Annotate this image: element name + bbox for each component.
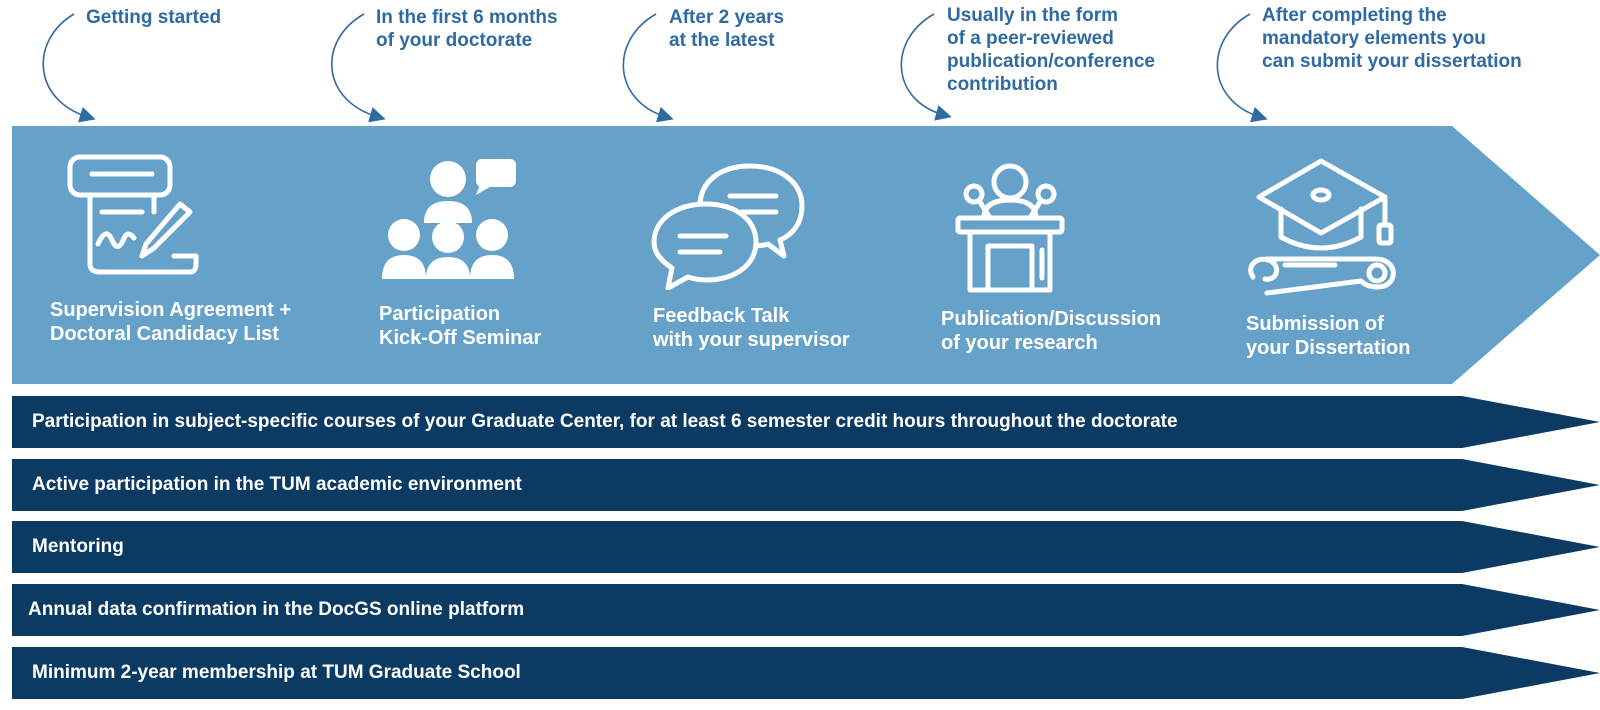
speech-bubbles-icon (651, 163, 805, 290)
lectern-speaker-icon (955, 163, 1065, 293)
requirement-label-academic-environment: Active participation in the TUM academic… (32, 474, 522, 495)
group-seminar-icon (382, 159, 516, 279)
requirement-band-data-confirmation: Annual data confirmation in the DocGS on… (12, 584, 1600, 636)
step-label-publication: Publication/Discussion of your research (941, 308, 1162, 354)
timing-note-after-2-years: After 2 years at the latest (669, 7, 785, 51)
step-label-supervision-agreement: Supervision Agreement + Doctoral Candida… (50, 299, 291, 345)
requirement-band-membership: Minimum 2-year membership at TUM Graduat… (12, 647, 1600, 699)
timing-note-first-6-months: In the first 6 months of your doctorate (376, 7, 558, 51)
step-label-kickoff-seminar: Participation Kick-Off Seminar (379, 303, 542, 349)
timing-note-submission: After completing the mandatory elements … (1262, 5, 1522, 72)
requirement-band-courses: Participation in subject-specific course… (12, 396, 1600, 448)
requirement-band-academic-environment: Active participation in the TUM academic… (12, 459, 1600, 511)
contract-signature-icon (67, 154, 199, 275)
graduation-cap-diploma-icon (1248, 158, 1396, 296)
step-label-feedback-talk: Feedback Talk with your supervisor (653, 305, 850, 351)
timing-note-getting-started: Getting started (86, 7, 222, 28)
requirement-label-courses: Participation in subject-specific course… (32, 411, 1178, 432)
requirement-label-membership: Minimum 2-year membership at TUM Graduat… (32, 662, 521, 683)
timing-pointer-arrows (42, 13, 1268, 123)
timing-note-publication: Usually in the form of a peer-reviewed p… (947, 5, 1155, 95)
requirement-label-mentoring: Mentoring (32, 536, 124, 557)
requirement-band-mentoring: Mentoring (12, 521, 1600, 573)
requirement-label-data-confirmation: Annual data confirmation in the DocGS on… (28, 599, 525, 620)
step-label-submission: Submission of your Dissertation (1246, 313, 1411, 359)
